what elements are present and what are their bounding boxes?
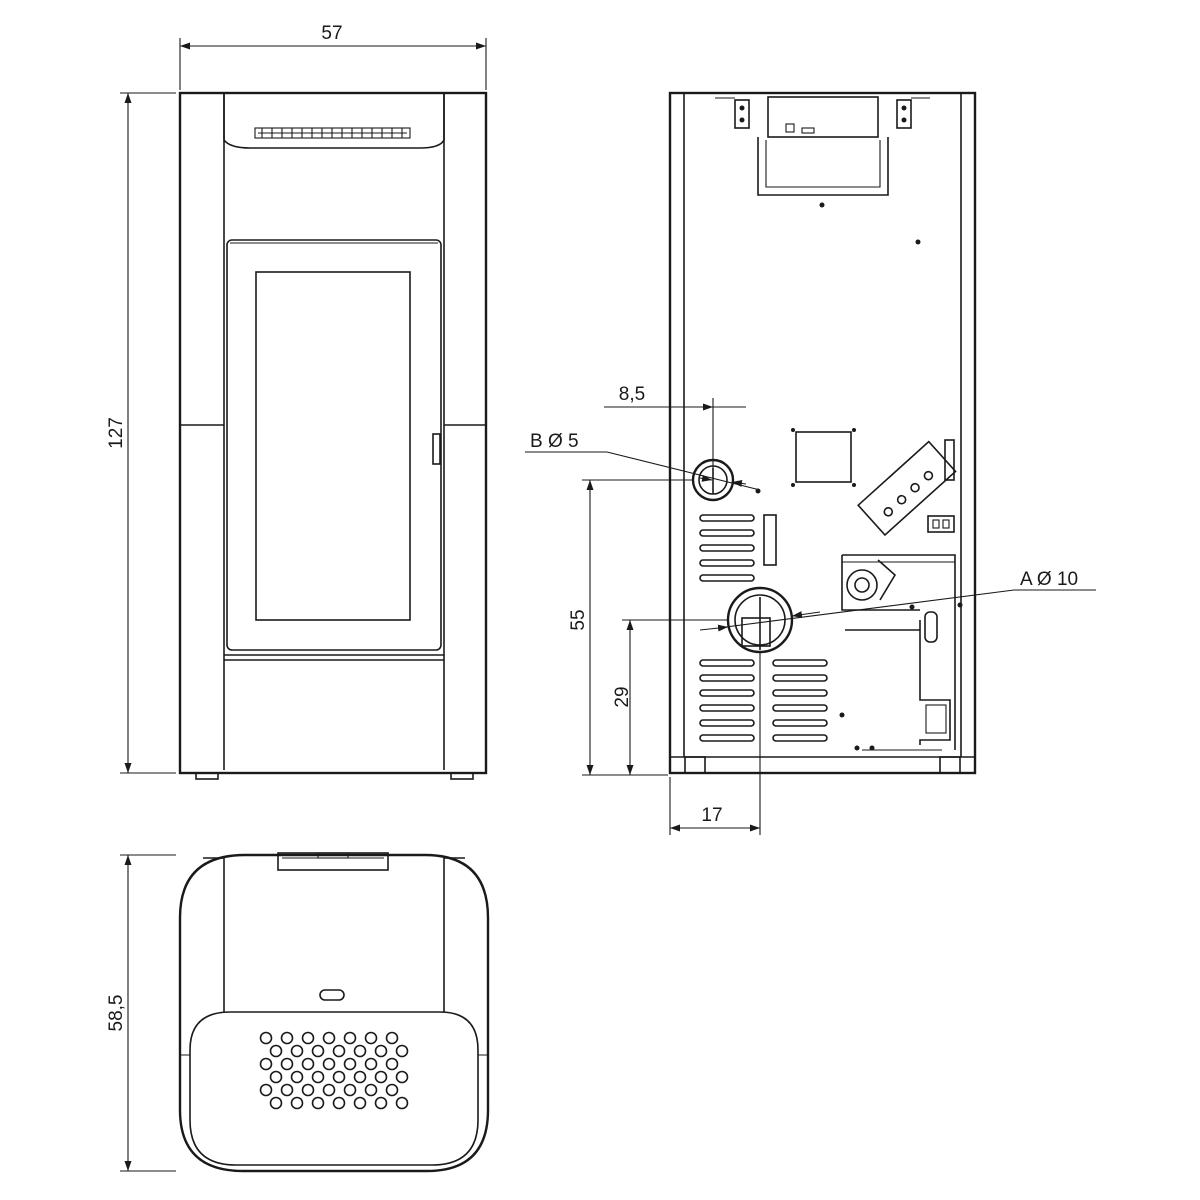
- hopper-box: [767, 96, 879, 138]
- bracket-left: [734, 99, 750, 129]
- control-board: [857, 440, 957, 537]
- width-label: 57: [321, 23, 342, 44]
- power-switch: [927, 515, 955, 533]
- lower-vents-left: [699, 659, 755, 742]
- perforation-grid: [259, 1031, 409, 1110]
- outlet-b-label: B Ø 5: [530, 431, 579, 452]
- upper-vents: [699, 514, 755, 582]
- inspection-plate: [795, 431, 852, 483]
- dimension-depth-58-5: 58,5: [106, 854, 176, 1172]
- dimension-width-57: 57: [179, 23, 487, 90]
- fuse-holder: [944, 439, 955, 481]
- lid-handle-slot: [319, 989, 345, 1001]
- rear-foot-right: [939, 756, 961, 774]
- leader-outlet-b: B Ø 5: [525, 431, 761, 491]
- outlet-a-height-label: 29: [612, 686, 633, 707]
- outlet-a-offset-label: 17: [701, 805, 722, 826]
- front-view: [178, 91, 488, 780]
- outlet-b-offset-label: 8,5: [619, 384, 645, 405]
- front-foot-right: [450, 772, 474, 780]
- fan-motor-assembly: [839, 554, 963, 751]
- door-handle: [432, 433, 441, 465]
- height-label: 127: [106, 417, 127, 449]
- rear-view: [668, 91, 977, 775]
- dimension-height-127: 127: [106, 92, 176, 774]
- outlet-a-label: A Ø 10: [1020, 569, 1078, 590]
- front-foot-left: [195, 772, 219, 780]
- depth-label: 58,5: [106, 995, 127, 1032]
- bracket-right: [896, 99, 912, 129]
- dimension-outlet-b-offset: 8,5: [604, 384, 746, 470]
- leader-outlet-a: A Ø 10: [699, 569, 1096, 632]
- top-view: [178, 852, 490, 1173]
- dimension-outlet-a-offset: 17: [669, 652, 761, 835]
- dimension-outlet-a-height: 29: [612, 619, 728, 775]
- rear-foot-left: [684, 756, 706, 774]
- outlet-b-height-label: 55: [568, 609, 589, 630]
- top-grille-slots: [261, 128, 403, 138]
- side-slot: [763, 514, 777, 566]
- dimension-outlet-b-height: 55: [568, 479, 693, 775]
- lower-vents-right: [772, 659, 828, 742]
